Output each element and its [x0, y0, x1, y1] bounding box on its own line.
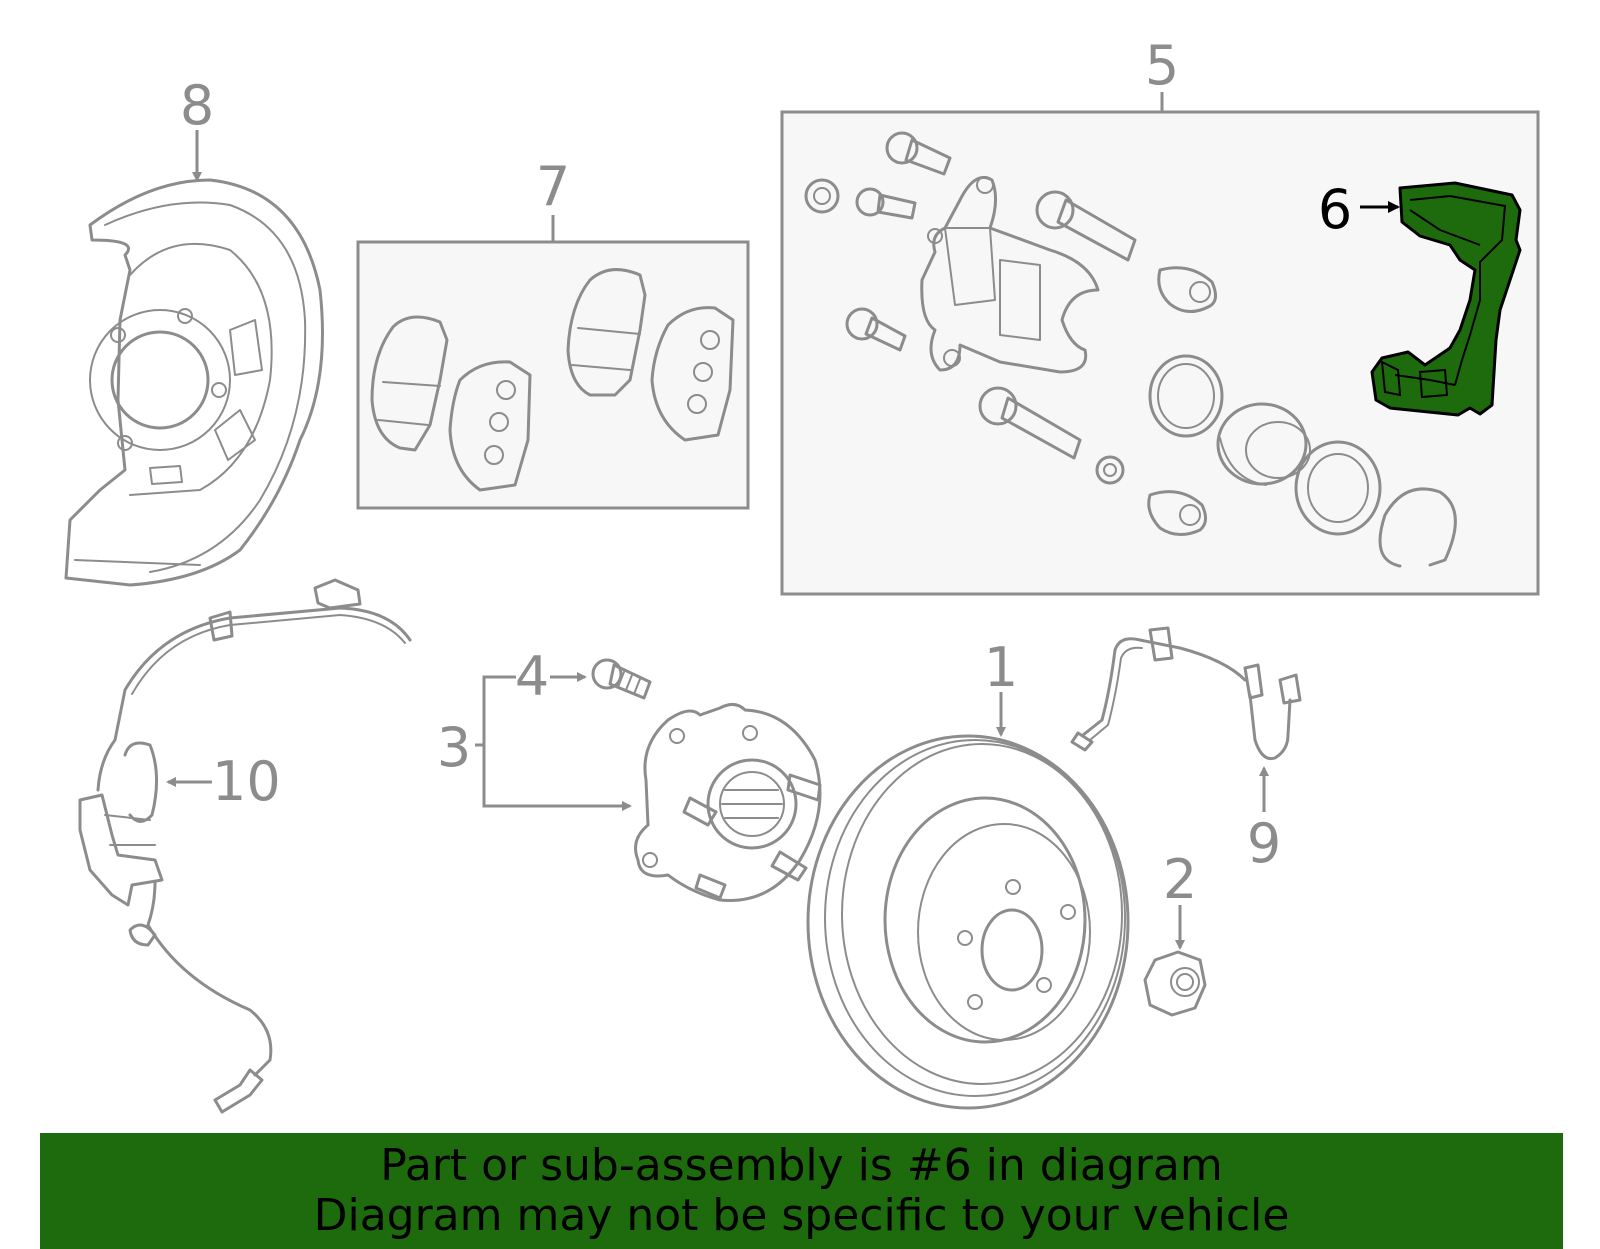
callout-10[interactable]: 10 [212, 750, 281, 813]
info-banner: Part or sub-assembly is #6 in diagram Di… [40, 1133, 1563, 1249]
callout-5[interactable]: 5 [1145, 34, 1179, 97]
callout-8[interactable]: 8 [180, 74, 214, 137]
wheel-bolt-part-4[interactable] [591, 658, 652, 700]
caliper-parts-part-5[interactable] [804, 131, 1457, 568]
callout-4[interactable]: 4 [515, 645, 549, 708]
hub-nut-part-2[interactable] [1143, 950, 1207, 1017]
dust-shield-part-8[interactable] [64, 178, 324, 587]
callout-9[interactable]: 9 [1247, 812, 1281, 875]
callout-2[interactable]: 2 [1163, 848, 1197, 911]
callout-6[interactable]: 6 [1318, 178, 1352, 241]
leader-3 [482, 675, 632, 811]
caliper-bracket-part-6[interactable] [1370, 181, 1522, 417]
abs-sensor-part-10[interactable] [78, 578, 412, 1114]
banner-line-2: Diagram may not be specific to your vehi… [313, 1190, 1290, 1241]
banner-line-1: Part or sub-assembly is #6 in diagram [380, 1140, 1223, 1191]
brake-pad-kit-box [356, 240, 750, 510]
callout-7[interactable]: 7 [536, 155, 570, 218]
brake-hose-part-9[interactable] [1070, 626, 1302, 761]
brake-rotor-part-1[interactable] [806, 734, 1130, 1110]
callout-3[interactable]: 3 [437, 716, 471, 779]
wheel-hub-part-3[interactable] [634, 703, 822, 902]
callout-1[interactable]: 1 [984, 636, 1018, 699]
brake-pads-part-7[interactable] [370, 268, 735, 492]
